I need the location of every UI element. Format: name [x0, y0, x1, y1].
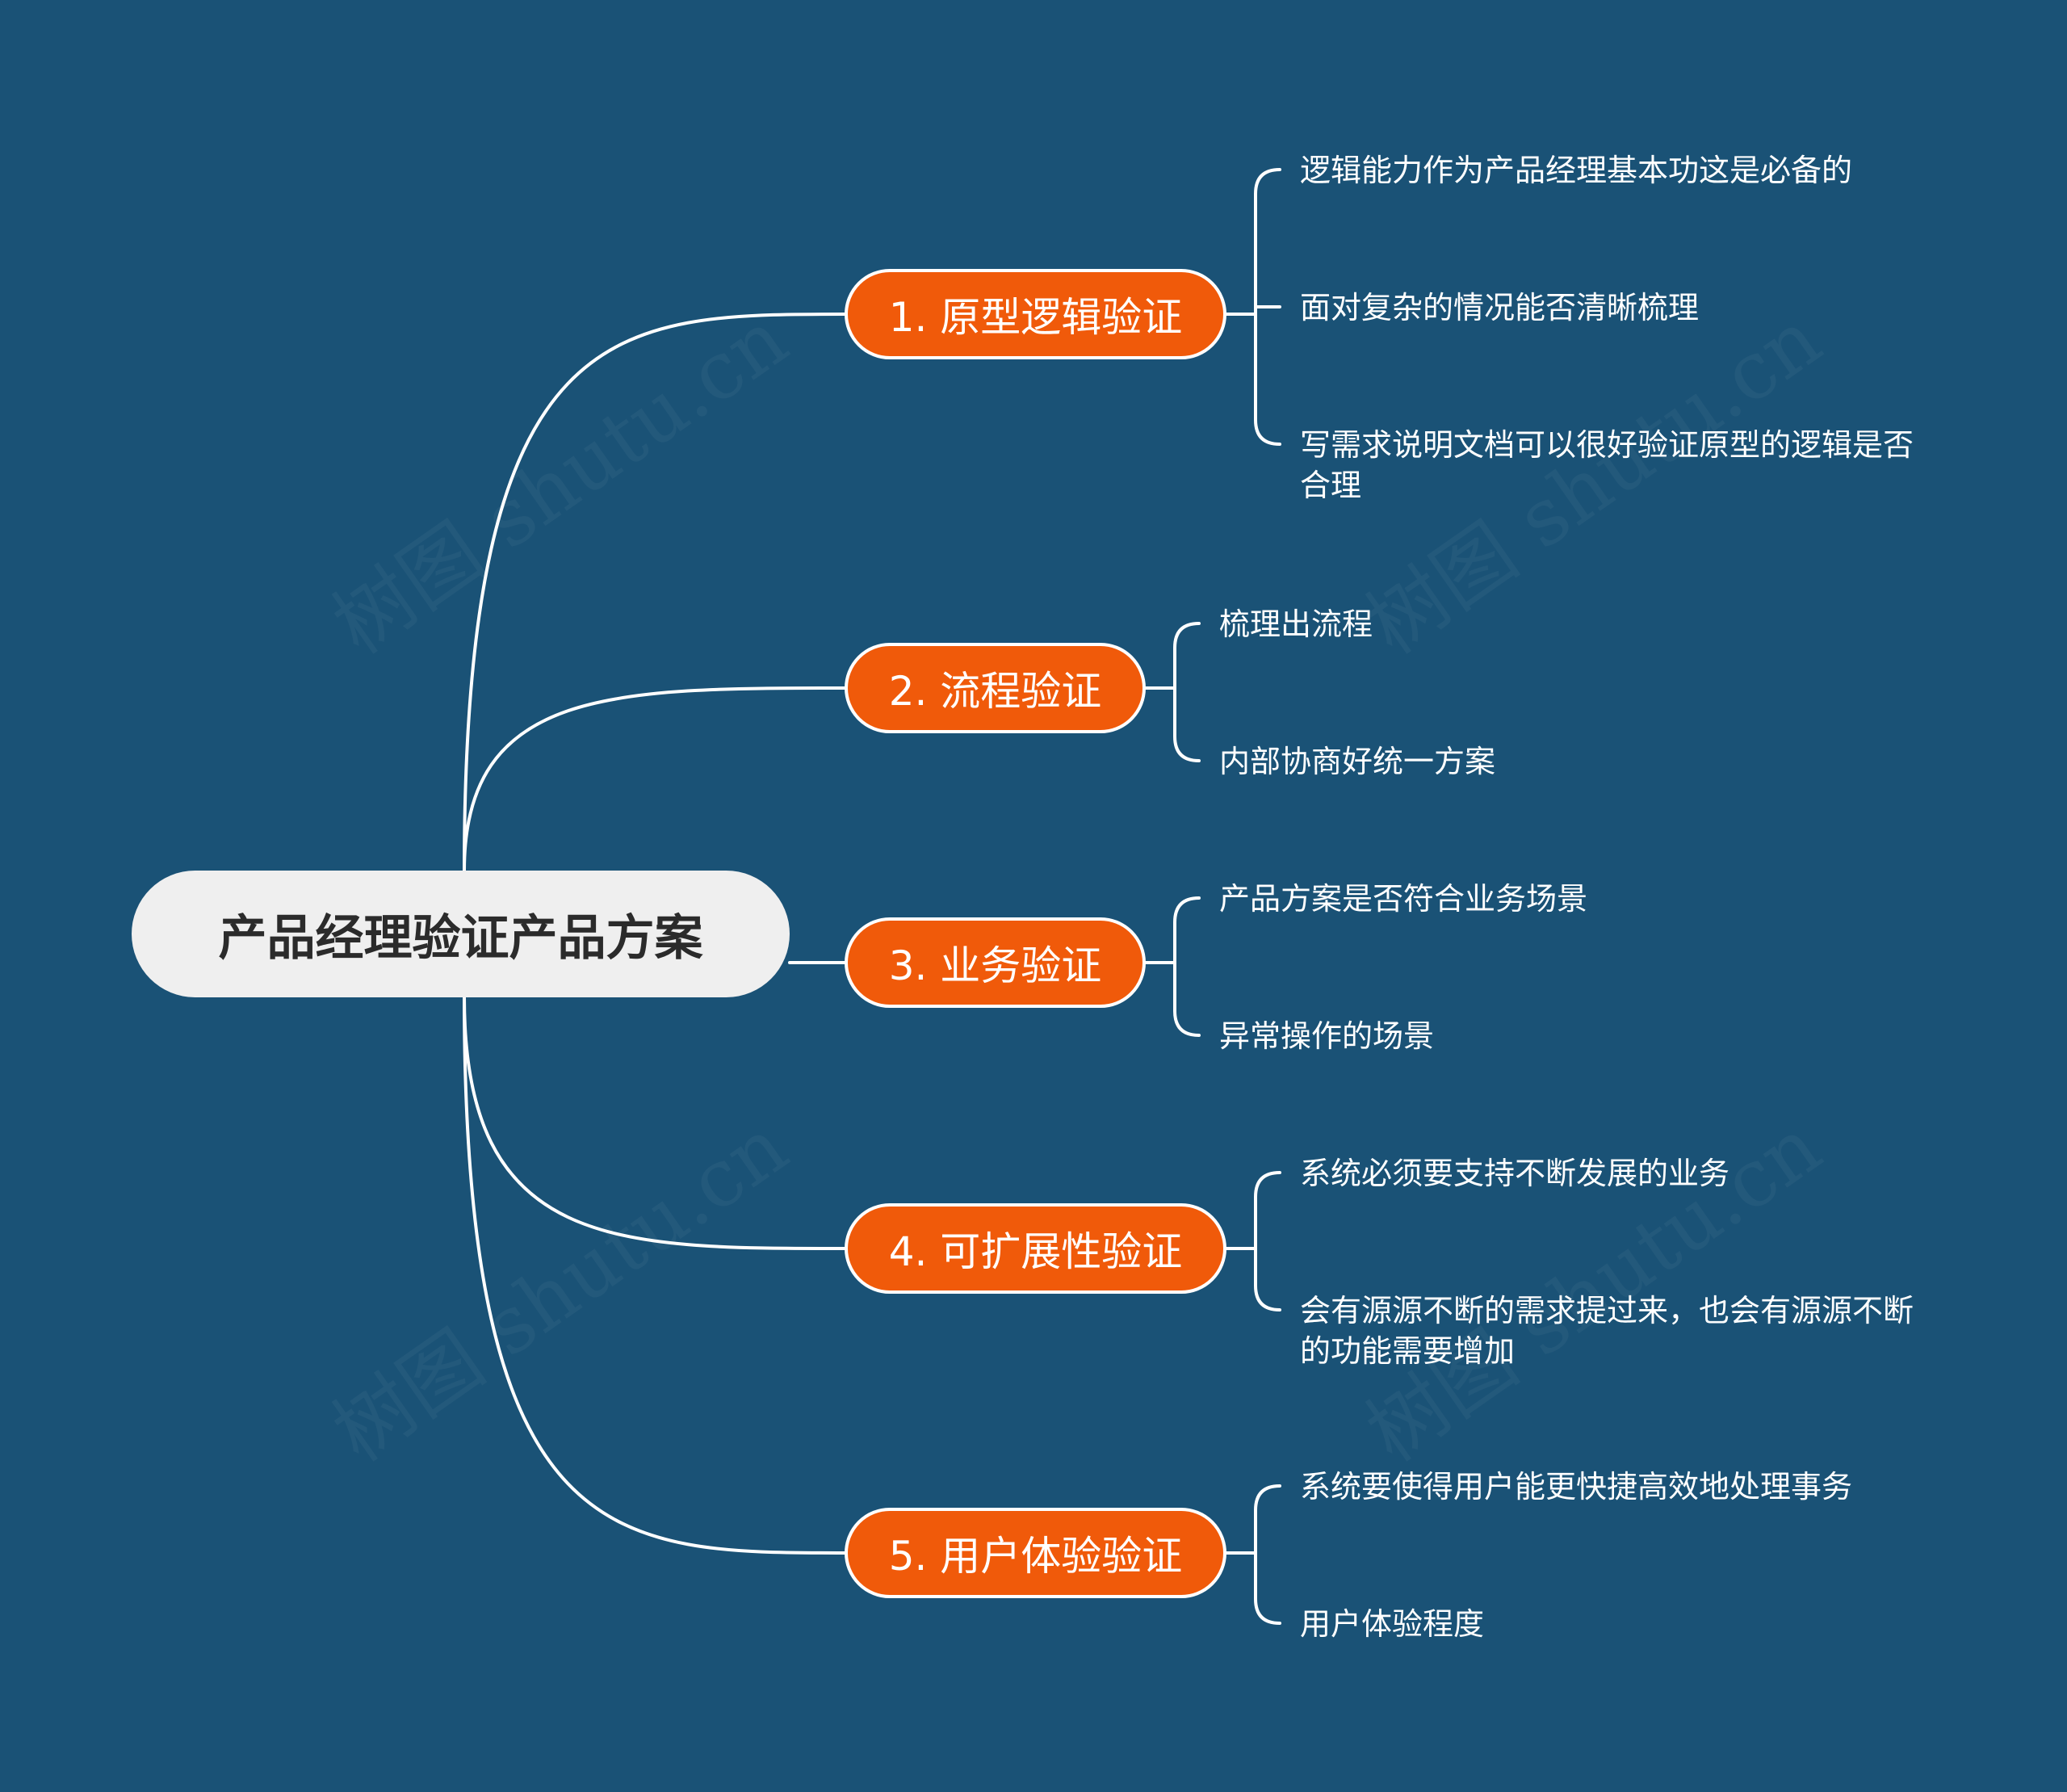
bracket-curve [1173, 896, 1201, 1037]
leaf-node[interactable]: 系统要使得用户能更快捷高效地处理事务 [1300, 1469, 1853, 1505]
root-node[interactable]: 产品经理验证产品方案 [132, 871, 790, 997]
leaf-node[interactable]: 梳理出流程 [1219, 606, 1373, 642]
leaf-node[interactable]: 写需求说明文档可以很好验证原型的逻辑是否合理 [1300, 427, 1914, 503]
leaf-node[interactable]: 逻辑能力作为产品经理基本功这是必备的 [1300, 153, 1853, 188]
branch-node-3[interactable]: 3. 业务验证 [845, 917, 1146, 1008]
branch-node-5[interactable]: 5. 用户体验验证 [845, 1508, 1226, 1598]
branch-connector [463, 996, 846, 1555]
leaf-node[interactable]: 面对复杂的情况能否清晰梳理 [1300, 290, 1700, 325]
leaf-node[interactable]: 用户体验程度 [1300, 1606, 1485, 1642]
branch-connector [463, 313, 846, 872]
branch-connector [463, 686, 846, 872]
leaf-node[interactable]: 产品方案是否符合业务场景 [1219, 881, 1588, 917]
leaf-node[interactable]: 会有源源不断的需求提过来，也会有源源不断的功能需要增加 [1300, 1293, 1914, 1369]
bracket-curve [1173, 622, 1201, 762]
bracket-curve [1254, 1171, 1281, 1311]
branch-node-1[interactable]: 1. 原型逻辑验证 [845, 269, 1226, 359]
branch-connector [463, 996, 846, 1250]
branch-node-2[interactable]: 2. 流程验证 [845, 643, 1146, 733]
leaf-node[interactable]: 内部协商好统一方案 [1219, 744, 1496, 779]
leaf-node[interactable]: 异常操作的场景 [1219, 1018, 1435, 1054]
leaf-node[interactable]: 系统必须要支持不断发展的业务 [1300, 1156, 1730, 1191]
bracket-curve [1254, 1484, 1281, 1625]
branch-node-4[interactable]: 4. 可扩展性验证 [845, 1203, 1226, 1294]
